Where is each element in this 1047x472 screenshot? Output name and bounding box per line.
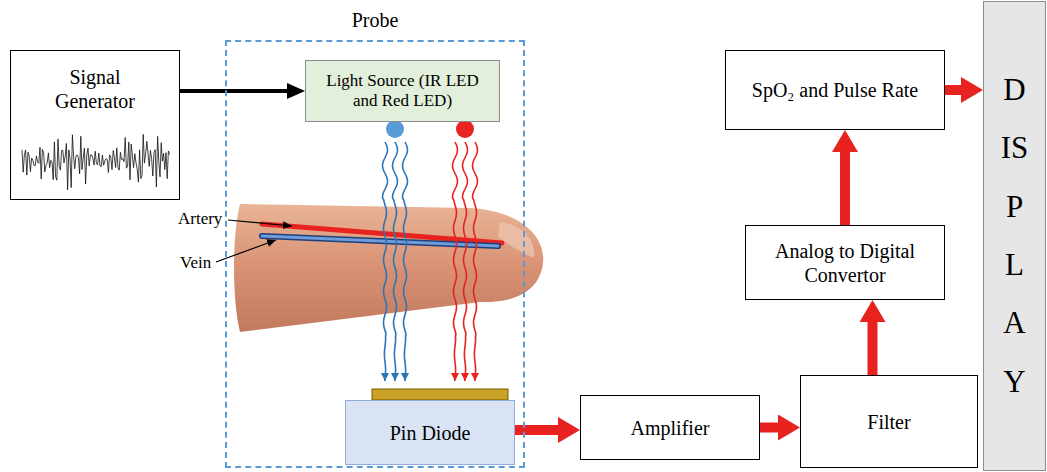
- filter-box: Filter: [800, 375, 978, 468]
- photodiode-strip: [372, 389, 508, 400]
- signal-waveform: [22, 134, 170, 189]
- light-source-box: Light Source (IR LED and Red LED): [305, 60, 500, 122]
- result-box: SpO₂ and Pulse Rate: [725, 50, 945, 130]
- part-label-box: Artery: [178, 210, 222, 229]
- node-text: Probe: [227, 8, 523, 32]
- vein-outline: [262, 236, 498, 246]
- signal-arrow: [760, 423, 790, 433]
- display-panel: DISPLAY: [983, 1, 1046, 471]
- ir-led: [386, 120, 404, 138]
- probe-group: ProbeLight Source (IR LED and Red LED)Pi…: [225, 40, 525, 468]
- signal-generator-box: Signal Generator: [10, 50, 180, 200]
- signal-arrow: [180, 89, 297, 93]
- part-label: Vein: [180, 253, 211, 272]
- node-text: Signal Generator: [35, 65, 155, 113]
- light-ray: [453, 142, 458, 381]
- light-ray: [403, 142, 408, 381]
- fingernail: [498, 222, 534, 258]
- signal-arrow: [840, 140, 850, 225]
- node-text: Filter: [867, 410, 910, 434]
- light-ray: [383, 142, 388, 381]
- amplifier-box: Amplifier: [580, 395, 760, 460]
- red-led: [456, 120, 474, 138]
- node-text: Analog to Digital Convertor: [754, 239, 936, 287]
- light-ray: [463, 142, 468, 381]
- part-label: Artery: [178, 209, 222, 228]
- leader-line: [228, 220, 292, 226]
- signal-arrow: [945, 85, 973, 95]
- vein: [262, 236, 498, 246]
- part-label-box: Vein: [180, 254, 211, 273]
- photodiode-box: Pin Diode: [345, 400, 515, 465]
- adc-box: Analog to Digital Convertor: [745, 225, 945, 300]
- light-ray: [393, 142, 398, 381]
- light-ray: [473, 142, 478, 381]
- node-text: Pin Diode: [390, 421, 471, 445]
- node-text: Amplifier: [631, 416, 710, 440]
- node-text: DISPLAY: [999, 61, 1030, 411]
- finger: [234, 204, 543, 332]
- signal-arrow: [868, 310, 878, 375]
- node-text: Light Source (IR LED and Red LED): [314, 71, 491, 110]
- node-text: SpO₂ and Pulse Rate: [752, 78, 918, 102]
